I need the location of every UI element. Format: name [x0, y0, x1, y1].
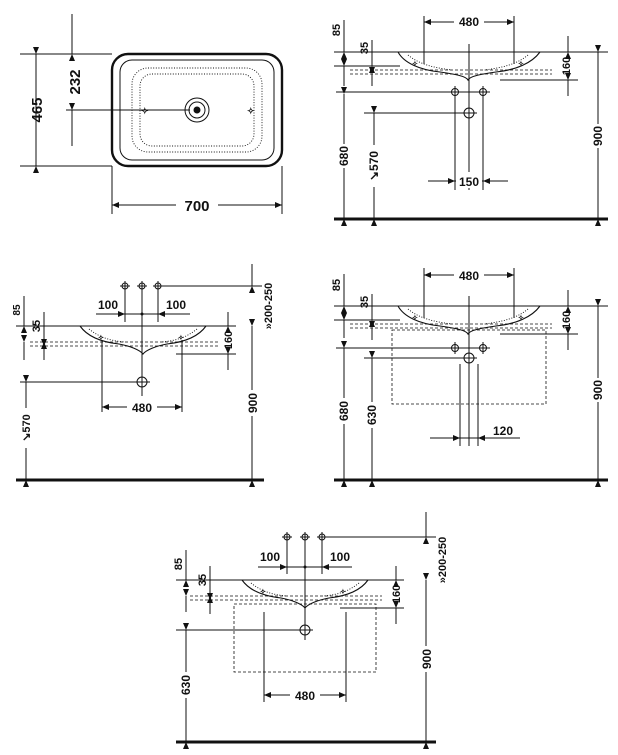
dim-465: 465: [29, 97, 46, 122]
dim-85: 85: [173, 558, 185, 570]
dim-100-right: 100: [166, 298, 186, 312]
dim-35: 35: [359, 42, 371, 54]
side-view-4: ✧ ✧ 100 100 85 35: [173, 512, 449, 749]
side-view-2: ✧ ✧ 100 100 85 35 160: [12, 264, 275, 487]
dim-100-left: 100: [98, 298, 118, 312]
top-star-right: ✧: [247, 106, 255, 116]
dim-480: 480: [132, 401, 152, 415]
dim-35: 35: [359, 296, 371, 308]
basin-bowl-outline-inner: [139, 73, 255, 147]
dim-900: 900: [591, 126, 605, 146]
dim-480: 480: [295, 689, 315, 703]
dim-570: ↘570: [21, 414, 33, 442]
svg-text:✧: ✧: [260, 588, 266, 596]
dim-680: 680: [337, 146, 351, 166]
top-view: ✧ ✧ 465 232 700: [20, 14, 284, 215]
dim-160: 160: [561, 311, 573, 329]
dim-85: 85: [12, 304, 23, 316]
dim-160: 160: [391, 585, 403, 603]
dim-150: 150: [459, 175, 479, 189]
svg-text:✧: ✧: [518, 60, 524, 68]
dim-630: 630: [365, 405, 379, 425]
dim-570: ↘570: [367, 151, 381, 181]
dim-120: 120: [493, 424, 513, 438]
svg-text:✧: ✧: [518, 314, 524, 322]
svg-text:✧: ✧: [98, 334, 104, 342]
side-view-1: ✧ ✧ 480 85 35 160: [331, 12, 608, 226]
dim-900: 900: [591, 380, 605, 400]
svg-text:✧: ✧: [178, 334, 184, 342]
drain-inner: [193, 106, 201, 114]
svg-text:✧: ✧: [412, 60, 418, 68]
dim-700: 700: [184, 198, 209, 215]
dim-480: 480: [459, 269, 479, 283]
dim-200-250: »200-250: [263, 283, 275, 330]
dim-35: 35: [31, 320, 43, 332]
dim-900: 900: [420, 649, 434, 669]
dim-160: 160: [561, 57, 573, 75]
dim-85: 85: [331, 24, 343, 36]
dim-680: 680: [337, 401, 351, 421]
basin-profile: [78, 325, 208, 355]
svg-text:✧: ✧: [412, 314, 418, 322]
svg-text:✧: ✧: [340, 588, 346, 596]
side-view-3: ✧ ✧ 480 85 35 160: [331, 266, 608, 487]
dim-200-250: »200-250: [437, 537, 449, 584]
dim-480: 480: [459, 15, 479, 29]
dim-100-left: 100: [260, 550, 280, 564]
dim-35: 35: [197, 574, 209, 586]
top-star-left: ✧: [141, 106, 149, 116]
dim-232: 232: [67, 69, 84, 94]
dim-630: 630: [179, 675, 193, 695]
dim-100-right: 100: [330, 550, 350, 564]
dim-160: 160: [223, 331, 235, 349]
dim-85: 85: [331, 279, 343, 291]
dim-900: 900: [246, 393, 260, 413]
